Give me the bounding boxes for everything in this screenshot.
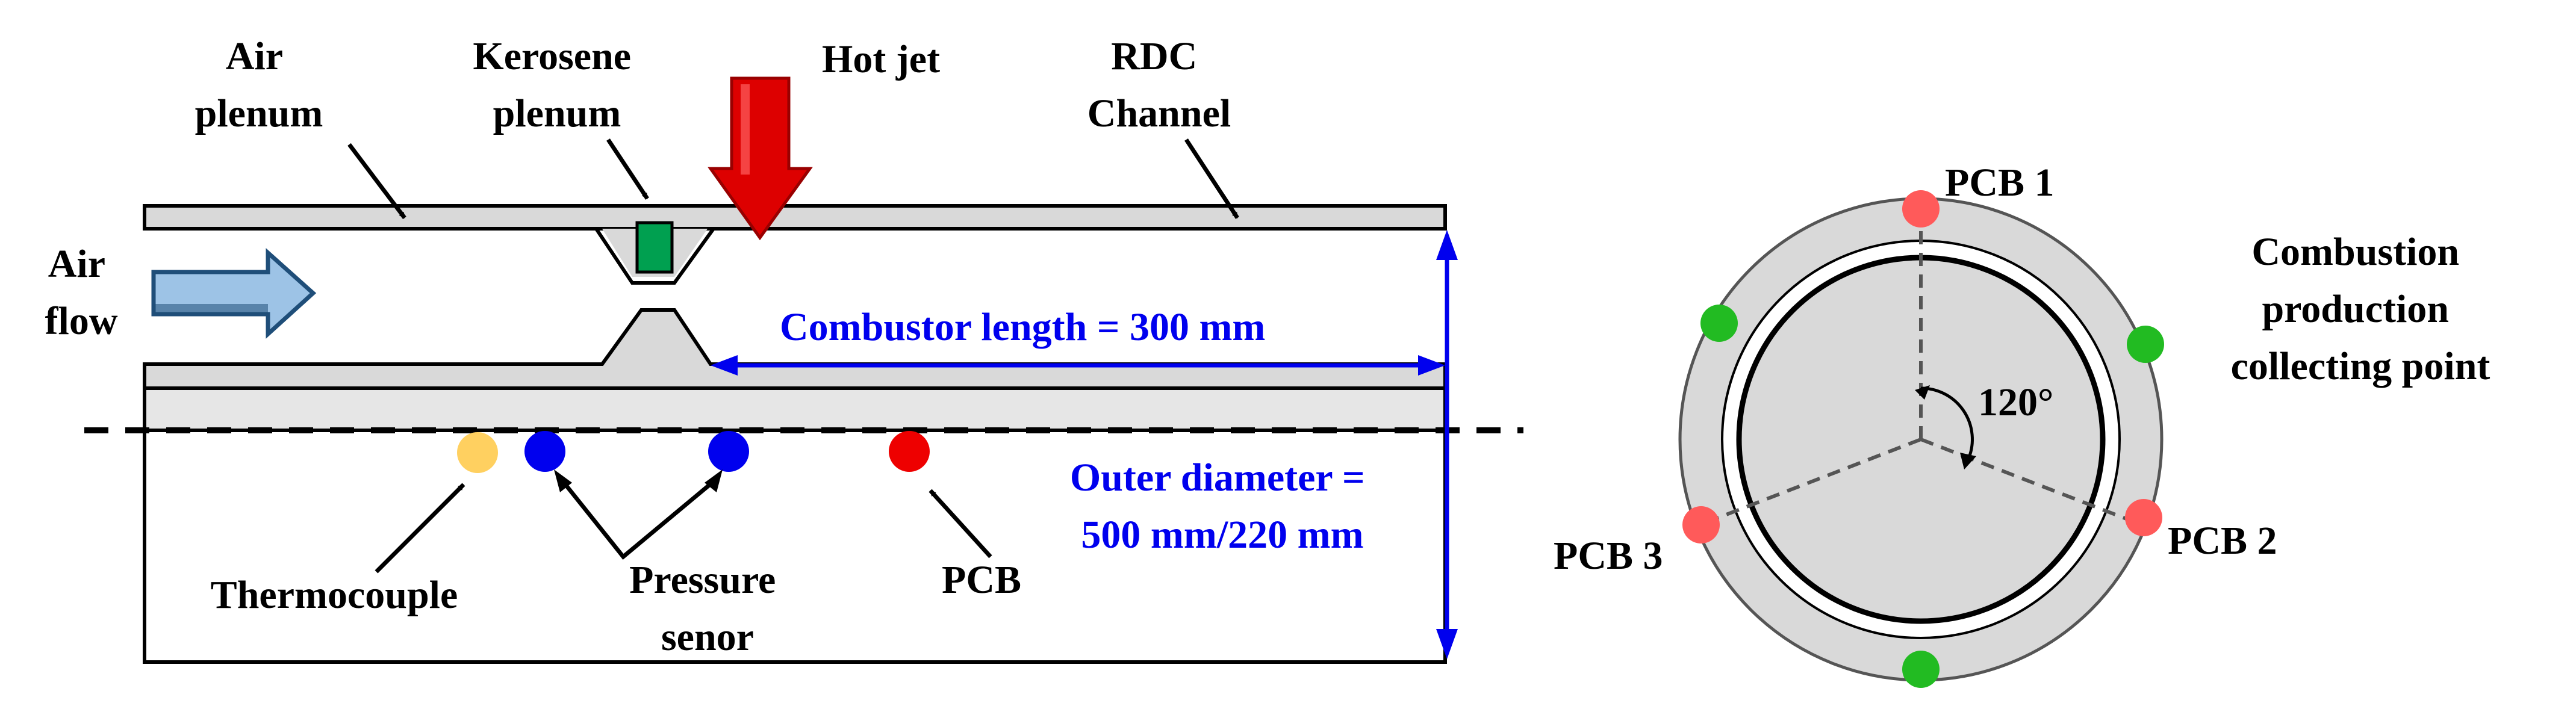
throat-top [594,228,715,285]
air-flow-arrow [151,248,317,339]
lower-plate [143,386,1447,432]
radial-line-pcb2 [1920,438,2140,525]
side-view: Air plenum Kerosene plenum Hot jet RDC C… [45,34,1523,664]
outer-diameter-dimension [1436,230,1458,659]
pcb-label: PCB [942,558,1021,602]
pcb-leader [929,489,992,559]
kerosene-injector [635,221,674,274]
pcb3-label: PCB 3 [1554,534,1663,578]
pcb-marker [889,431,930,472]
combustion-point-label: Combustion production collecting point [2231,230,2490,388]
combustor-body [143,429,1447,664]
pressure-sensor-leader [561,480,715,560]
collection-point-3 [1902,651,1940,688]
pcb2-marker [2125,499,2162,536]
outer-wall [143,204,1447,231]
kerosene-plenum-leader [606,138,649,200]
combustor-length-label: Combustor length = 300 mm [780,305,1265,349]
pcb3-marker [1682,506,1720,543]
rdc-channel-leader [1184,138,1239,219]
air-plenum-label: Air plenum [195,34,323,135]
collection-point-2 [2127,326,2164,363]
pcb1-marker [1902,190,1940,228]
air-flow-label: Air flow [45,242,118,343]
combustor-length-dimension [711,355,1445,376]
rdc-channel-label: RDC Channel [1087,34,1231,135]
angle-arc [1920,386,1974,458]
pressure-sensor-marker-1 [524,431,565,472]
angle-label: 120° [1978,380,2053,424]
thermocouple-label: Thermocouple [211,573,458,617]
outer-diameter-label: Outer diameter = 500 mm/220 mm [1070,456,1375,557]
hot-jet-arrow [708,76,813,241]
hot-jet-label: Hot jet [822,37,940,81]
end-view: 120° PCB 1 PCB 2 PCB 3 Combustion produc… [1554,161,2490,688]
thermocouple-marker [457,432,498,473]
air-plenum-leader [347,143,406,220]
pcb1-label: PCB 1 [1945,161,2055,205]
kerosene-plenum-label: Kerosene plenum [473,34,641,135]
collection-point-1 [1700,305,1738,342]
thermocouple-leader [375,483,465,574]
pressure-sensor-marker-2 [708,431,749,472]
radial-line-pcb3 [1702,438,1922,525]
pressure-sensor-label: Pressure senor [629,558,786,659]
pcb2-label: PCB 2 [2168,519,2277,563]
